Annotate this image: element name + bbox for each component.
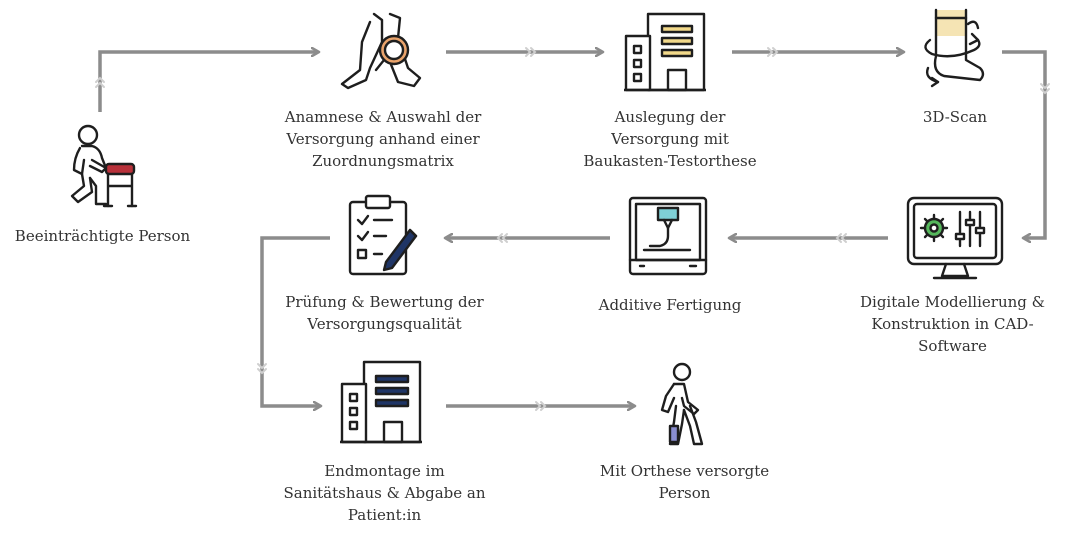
connectors [98,50,1047,406]
label-line: Anamnese & Auswahl der [284,108,482,126]
label-digitale-modellierung: Digitale Modellierung & Konstruktion in … [840,291,1065,357]
label-additive-fertigung: Additive Fertigung [570,294,770,316]
chevron-icon [257,363,267,375]
label-line: Patient:in [347,506,422,524]
chevron-icon [525,47,537,57]
clipboard-checklist-icon [348,194,418,276]
walking-person-icon [660,362,704,446]
label-line: Versorgung anhand einer [286,130,480,148]
chevron-icon [767,47,779,57]
chevron-icon [496,233,508,243]
label-anamnese: Anamnese & Auswahl der Versorgung anhand… [268,106,498,172]
chevron-icon [1040,83,1050,95]
connector-scan-to-cad [1002,50,1047,238]
label-line: Baukasten-Testorthese [583,152,757,170]
label-line: Konstruktion in CAD- [871,315,1034,333]
label-line: Zuordnungsmatrix [312,152,454,170]
foot-scan-icon [924,8,985,88]
label-line: Versorgung mit [611,130,729,148]
chevron-icon [835,233,847,243]
label-beeintraechtigte-person: Beeinträchtigte Person [0,225,205,247]
building-yellow-icon [624,12,706,92]
label-mit-orthese: Mit Orthese versorgte Person [572,460,797,504]
label-endmontage: Endmontage im Sanitätshaus & Abgabe an P… [262,460,507,526]
label-line: Auslegung der [614,108,726,126]
label-line: Versorgungsqualität [307,315,462,333]
label-line: Sanitätshaus & Abgabe an [283,484,486,502]
monitor-gear-icon [906,196,1004,280]
building-navy-icon [340,360,422,444]
walker-person-icon [70,124,138,208]
label-pruefung: Prüfung & Bewertung der Versorgungsquali… [262,291,507,335]
chevron-icon [535,401,547,411]
label-line: 3D-Scan [922,108,988,126]
label-line: Digitale Modellierung & [860,293,1045,311]
3d-printer-icon [628,196,708,276]
leg-magnifier-icon [340,12,422,90]
chevron-icon [95,76,105,88]
label-line: Person [658,484,711,502]
label-line: Endmontage im [324,462,445,480]
connector-pruefung-to-endmontage [260,236,330,406]
label-3d-scan: 3D-Scan [900,106,1010,128]
label-line: Additive Fertigung [598,296,742,314]
label-auslegung: Auslegung der Versorgung mit Baukasten-T… [560,106,780,172]
label-line: Software [918,337,987,355]
label-line: Beeinträchtigte Person [14,227,191,245]
connector-person-to-anamnese [98,52,318,112]
label-line: Mit Orthese versorgte [599,462,770,480]
label-line: Prüfung & Bewertung der [285,293,484,311]
connector-chevrons [95,47,1050,411]
